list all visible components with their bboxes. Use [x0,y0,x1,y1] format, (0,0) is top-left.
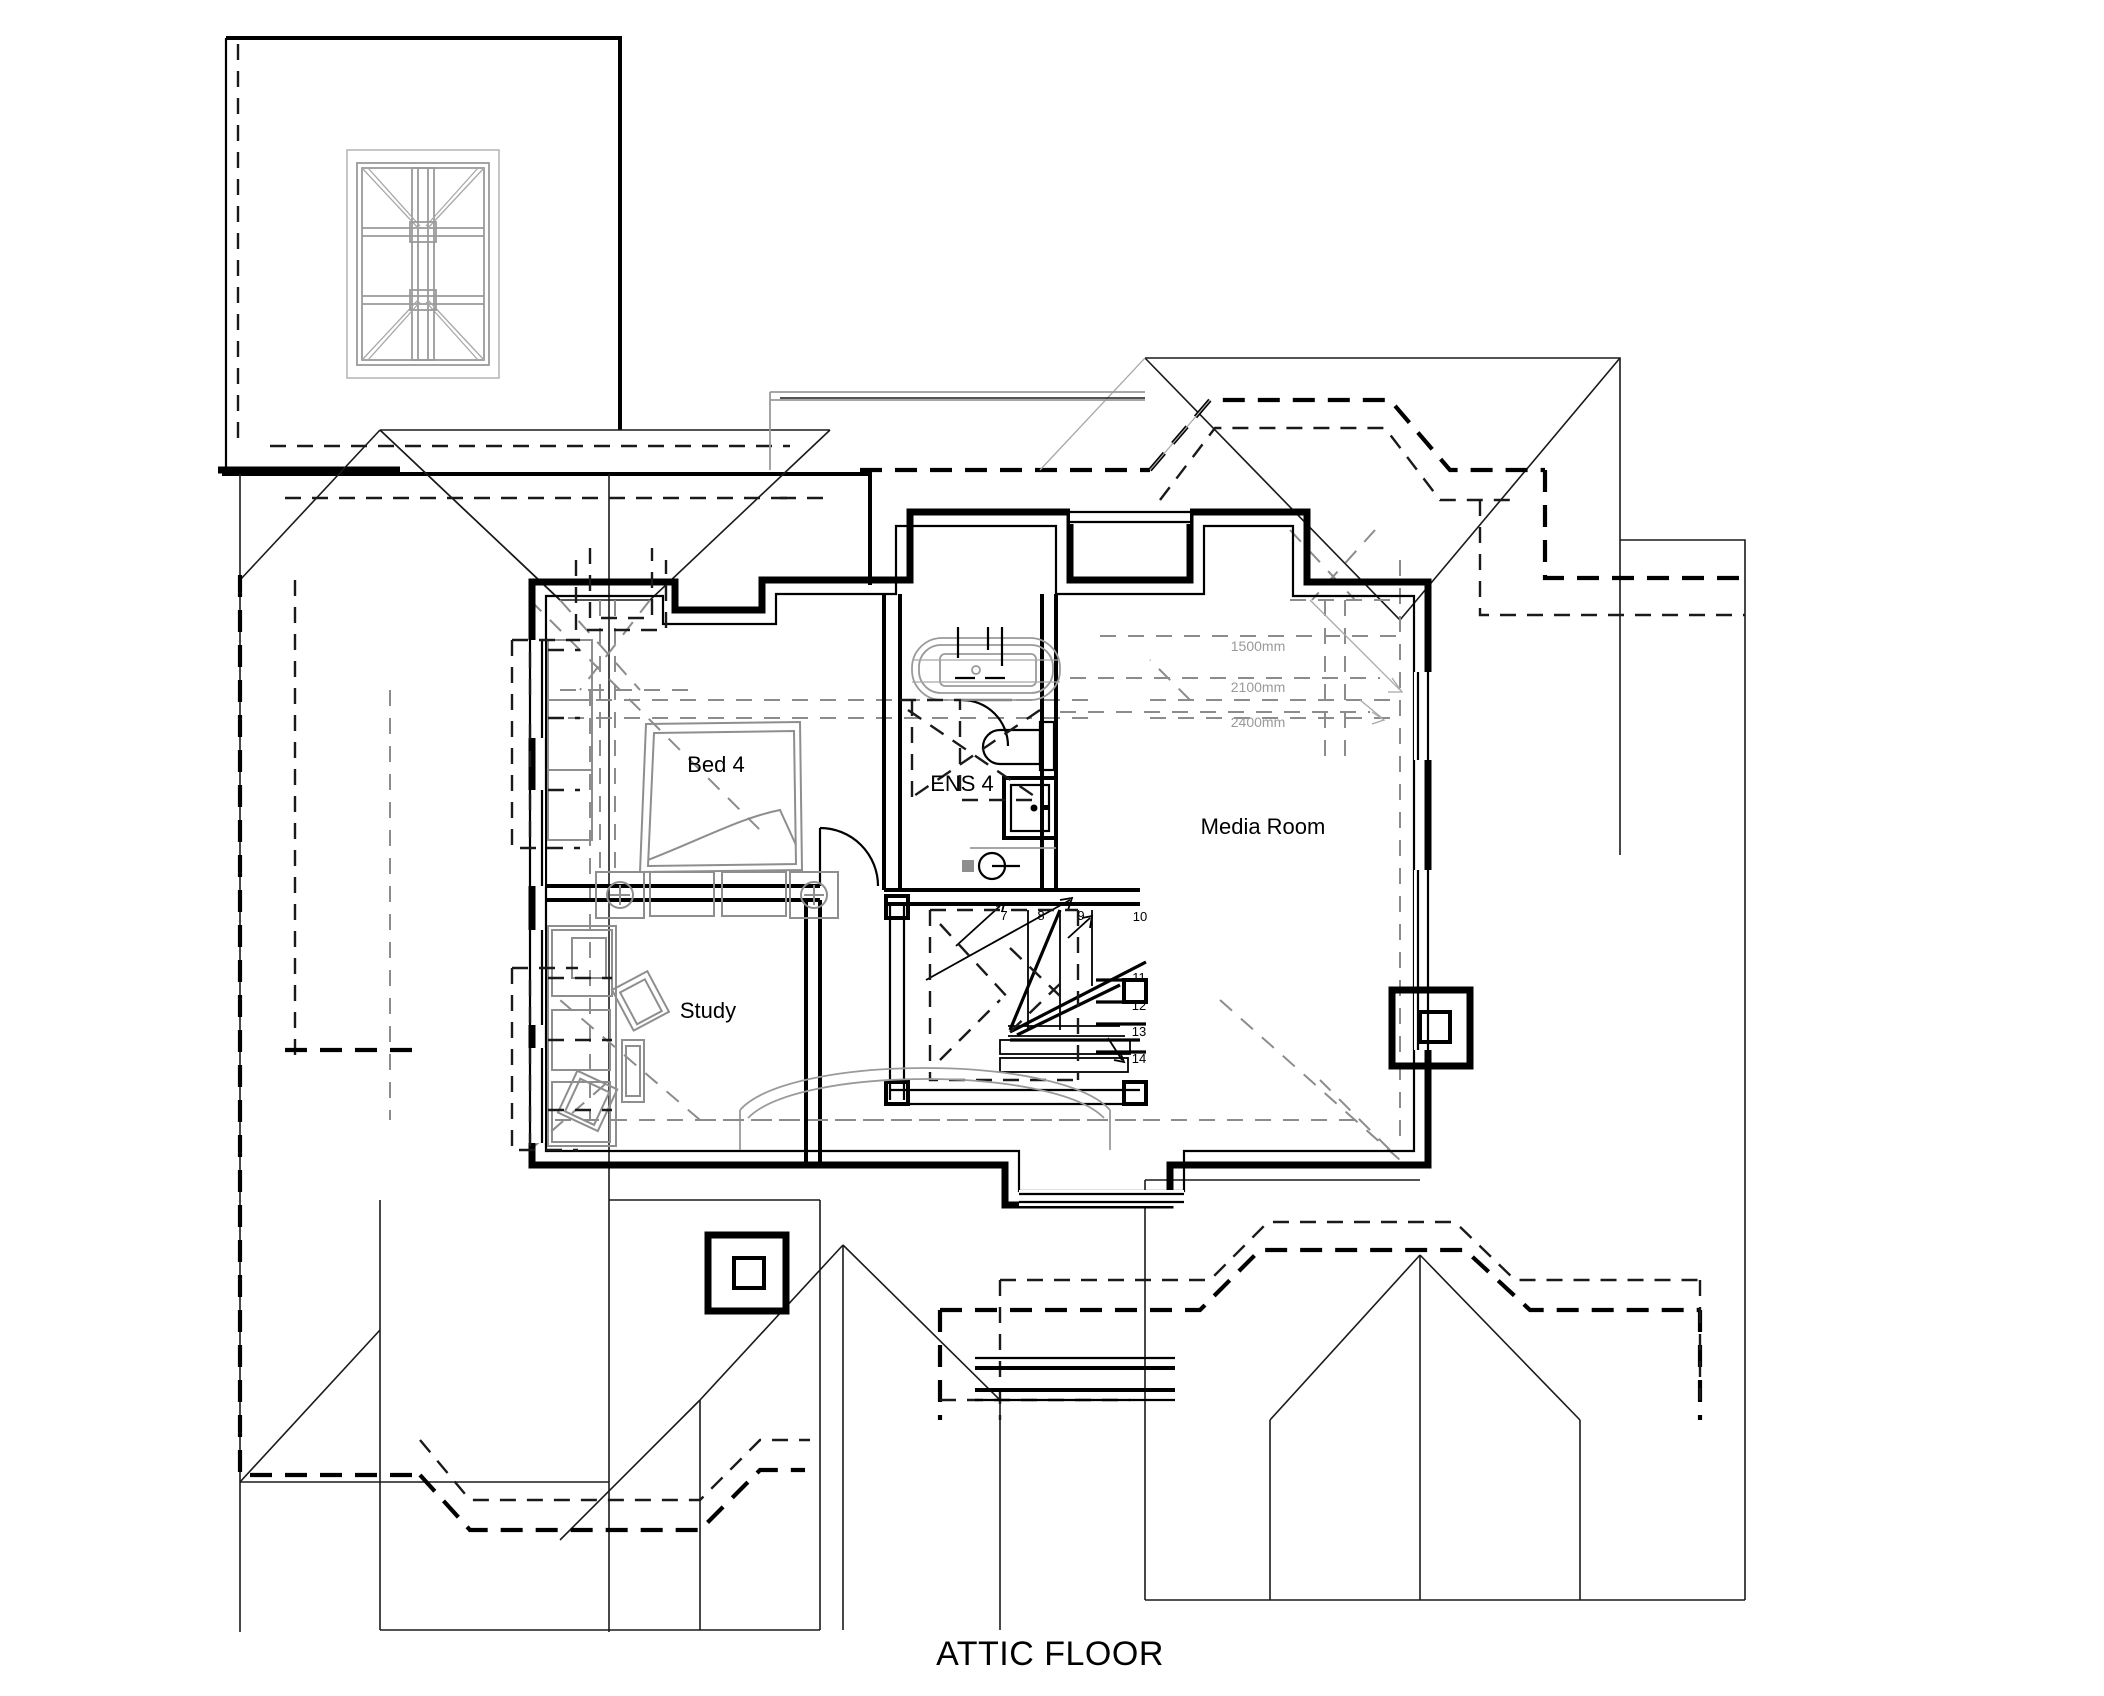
room-label-study: Study [680,998,736,1023]
headroom-dimension-lines [1060,599,1404,725]
roof-outline-group [218,36,1746,1632]
dimension-label-2400: 2400mm [1231,714,1285,730]
roof-light-skylight [346,149,500,379]
window-group [527,508,1432,1206]
staircase [925,896,1147,1082]
chimney-right [1388,986,1474,1070]
label-group: Bed 4 ENS 4 Media Room Study 1500mm 2100… [680,638,1325,1673]
stair-riser-10: 10 [1133,909,1147,924]
ensuite-fixtures [900,627,1061,881]
room-label-media-room: Media Room [1201,814,1326,839]
chimney-bottom [704,1231,790,1315]
hidden-eaves-lines [236,44,1745,1533]
room-label-ens4: ENS 4 [930,771,994,796]
stair-riser-8: 8 [1037,908,1044,923]
bedroom-furniture [510,548,839,919]
stair-riser-7: 7 [1000,908,1007,923]
stair-riser-9: 9 [1077,908,1084,923]
ridge-lines [769,391,1145,470]
study-furniture [510,925,671,1152]
stair-riser-13: 13 [1132,1024,1146,1039]
flat-roof-connector [975,1356,1175,1402]
bay-dormer-bottom [700,1067,1160,1150]
stair-riser-14: 14 [1132,1051,1146,1066]
dimension-label-2100: 2100mm [1231,679,1285,695]
stair-riser-11: 11 [1132,970,1146,985]
dimension-label-1500: 1500mm [1231,638,1285,654]
plan-title: ATTIC FLOOR [936,1635,1164,1673]
room-label-bed4: Bed 4 [687,752,745,777]
stair-riser-12: 12 [1132,998,1146,1013]
internal-partitions [546,594,1148,1165]
